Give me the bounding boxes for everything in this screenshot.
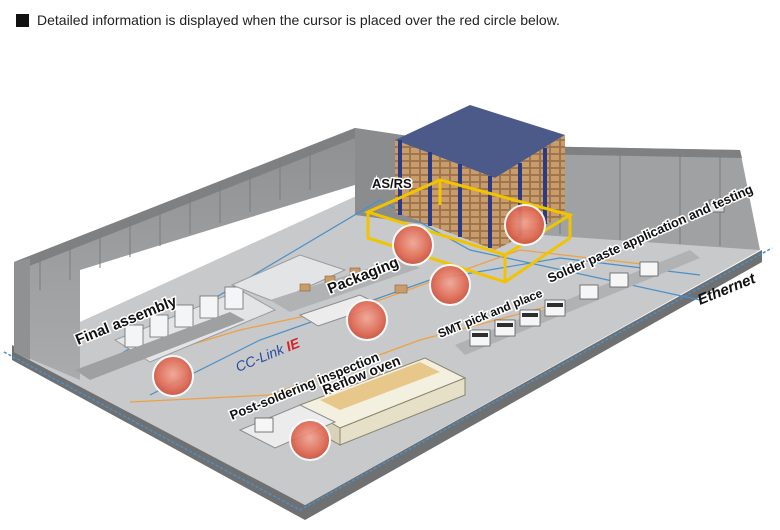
hotspot-packaging-upper[interactable] [429, 264, 471, 306]
hotspot-packaging-lower[interactable] [346, 299, 388, 341]
instruction-text: Detailed information is displayed when t… [37, 12, 560, 28]
cclink-suffix: IE [284, 334, 303, 354]
label-asrs: AS/RS [372, 176, 412, 191]
hotspot-asrs-right[interactable] [504, 204, 546, 246]
hotspot-asrs-left[interactable] [392, 224, 434, 266]
hotspot-post-soldering[interactable] [289, 419, 331, 461]
smt-line [455, 250, 700, 355]
square-bullet-icon [16, 13, 29, 27]
post-soldering-station [238, 404, 337, 449]
hotspot-final-assembly[interactable] [152, 355, 194, 397]
instruction-header: Detailed information is displayed when t… [16, 10, 560, 30]
final-assembly-line [75, 286, 277, 380]
